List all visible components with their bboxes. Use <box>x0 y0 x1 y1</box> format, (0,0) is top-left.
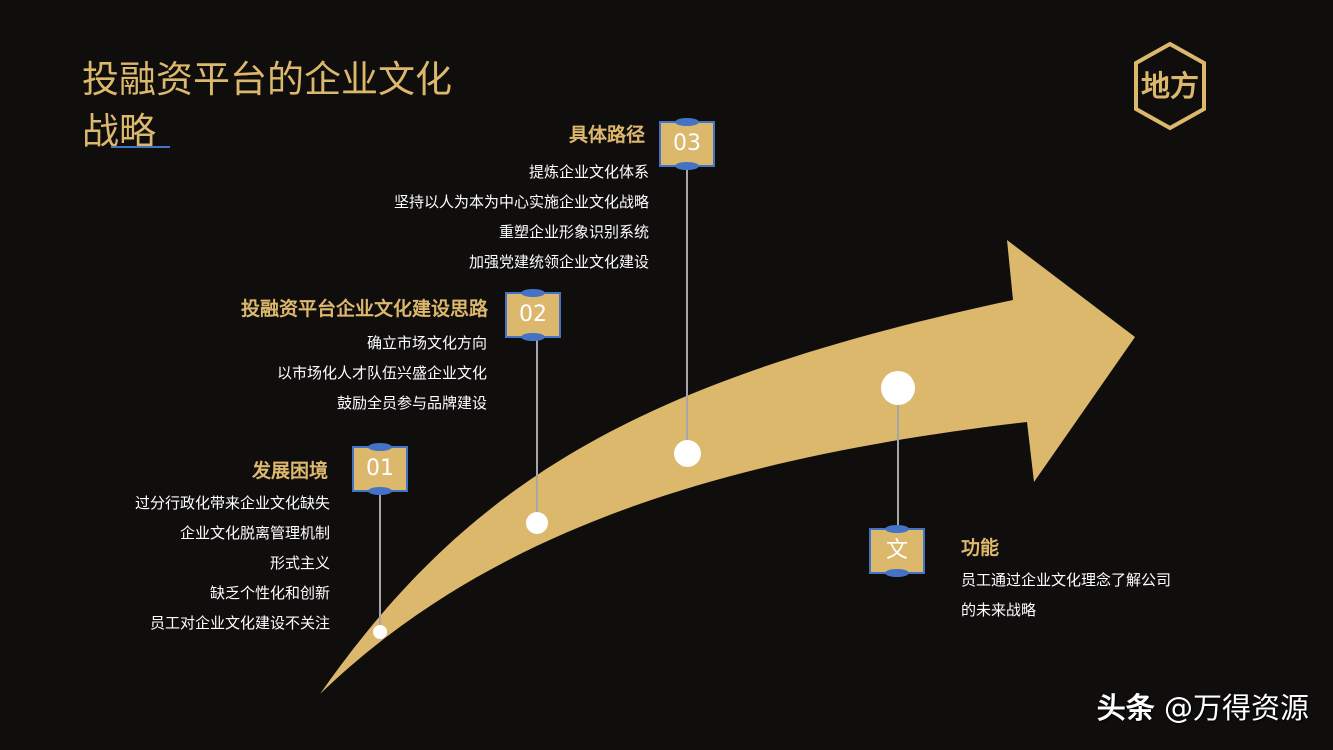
milestone-dot-04 <box>881 371 915 405</box>
list-item: 的未来战略 <box>961 601 1037 619</box>
page-title-line1: 投融资平台的企业文化 <box>82 58 452 101</box>
list-item: 员工通过企业文化理念了解公司 <box>961 571 1172 589</box>
connector-line-02 <box>536 337 538 523</box>
list-item: 重塑企业形象识别系统 <box>498 223 649 241</box>
list-item: 员工对企业文化建设不关注 <box>149 614 330 632</box>
step-heading-function: 功能 <box>961 537 1000 559</box>
list-item: 缺乏个性化和创新 <box>209 584 330 602</box>
step-items-function: 员工通过企业文化理念了解公司 的未来战略 <box>961 565 1221 625</box>
milestone-dot-03 <box>674 440 701 467</box>
list-item: 企业文化脱离管理机制 <box>179 524 330 542</box>
connector-line-01 <box>379 490 381 632</box>
step-heading-02: 投融资平台企业文化建设思路 <box>240 298 488 320</box>
step-items-02: 确立市场文化方向 以市场化人才队伍兴盛企业文化 鼓励全员参与品牌建设 <box>190 328 487 418</box>
step-heading-03: 具体路径 <box>568 124 645 146</box>
list-item: 以市场化人才队伍兴盛企业文化 <box>276 364 487 382</box>
step-badge-01: 01 <box>352 443 408 495</box>
step-badge-02: 02 <box>505 289 561 341</box>
page-title-line2: 战略 <box>82 110 156 153</box>
logo-text: 地方 <box>1140 69 1199 103</box>
watermark-handle: @万得资源 <box>1163 691 1309 725</box>
list-item: 鼓励全员参与品牌建设 <box>336 394 487 412</box>
list-item: 形式主义 <box>269 554 330 572</box>
watermark: 头条 @万得资源 <box>1097 688 1309 728</box>
step-badge-03: 03 <box>659 118 715 170</box>
watermark-platform: 头条 <box>1096 691 1155 725</box>
milestone-dot-01 <box>373 625 387 639</box>
list-item: 加强党建统领企业文化建设 <box>468 253 649 271</box>
list-item: 确立市场文化方向 <box>366 334 487 352</box>
page-title: 投融资平台的企业文化 战略 <box>82 54 502 158</box>
connector-line-04 <box>897 390 899 530</box>
step-items-03: 提炼企业文化体系 坚持以人为本为中心实施企业文化战略 重塑企业形象识别系统 加强… <box>340 157 649 277</box>
hexagon-logo-icon <box>1134 41 1206 131</box>
list-item: 坚持以人为本为中心实施企业文化战略 <box>393 193 649 211</box>
title-underline <box>111 146 170 148</box>
list-item: 过分行政化带来企业文化缺失 <box>134 494 330 512</box>
connector-line-03 <box>686 165 688 453</box>
step-badge-function: 文 <box>869 525 925 577</box>
milestone-dot-02 <box>526 512 548 534</box>
step-heading-01: 发展困境 <box>251 460 328 482</box>
list-item: 提炼企业文化体系 <box>528 163 649 181</box>
step-items-01: 过分行政化带来企业文化缺失 企业文化脱离管理机制 形式主义 缺乏个性化和创新 员… <box>60 488 330 638</box>
